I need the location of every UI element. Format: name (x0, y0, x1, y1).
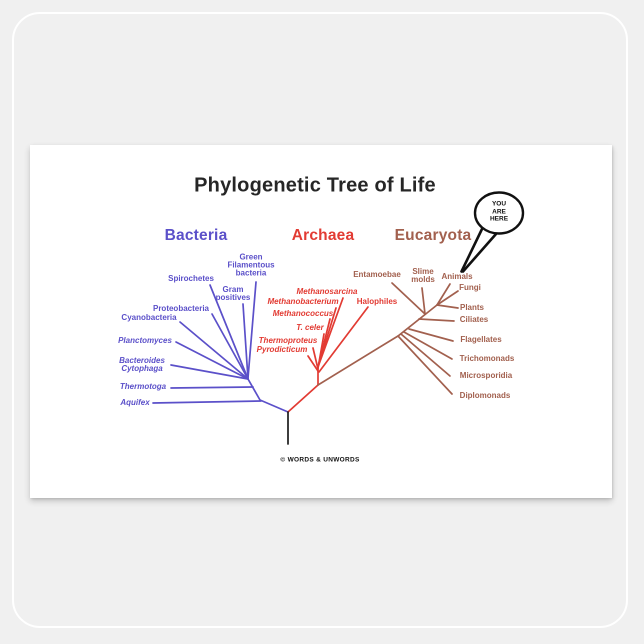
branch-animals (436, 283, 451, 306)
taxon-line: Gram (222, 284, 244, 294)
bacteria-branches (152, 281, 289, 413)
page-title: Phylogenetic Tree of Life (194, 174, 436, 197)
taxon-gram-positives: Gram positives (215, 284, 251, 302)
branch-diplomonads (397, 335, 453, 395)
branch-pyrodicticum (307, 355, 319, 372)
branch-green-filamentous (247, 281, 257, 379)
taxon-trichomonads: Trichomonads (459, 353, 515, 363)
taxon-line: Filamentous (227, 260, 275, 270)
branch-slime-molds (421, 287, 426, 315)
taxon-cyanobacteria: Cyanobacteria (121, 312, 177, 322)
branch-entamoebae (391, 282, 426, 315)
taxon-slime-molds: Slime molds (411, 266, 435, 284)
taxon-spirochetes: Spirochetes (168, 273, 214, 283)
branch-microsporidia (400, 333, 451, 377)
domain-label-archaea: Archaea (291, 227, 355, 244)
taxon-plants: Plants (459, 302, 485, 312)
taxon-line: Green (239, 252, 263, 262)
taxon-aquifex: Aquifex (120, 397, 150, 407)
branch-trichomonads (403, 331, 453, 360)
branch-cyanobacteria (179, 321, 249, 380)
archaea-branches (287, 297, 369, 413)
taxon-t-celer: T. celer (296, 322, 324, 332)
taxon-pyrodicticum: Pyrodicticum (256, 344, 308, 354)
bacteria-stem (247, 378, 289, 413)
branch-thermotoga (170, 386, 254, 389)
branch-t-celer (317, 333, 325, 369)
taxon-line: Bacteroides (119, 355, 165, 365)
taxon-line: positives (215, 293, 251, 302)
taxon-fungi: Fungi (459, 282, 481, 292)
callout-line: HERE (489, 215, 509, 223)
taxon-green-filamentous-bacteria: Green Filamentous bacteria (227, 252, 275, 279)
taxon-proteobacteria: Proteobacteria (152, 303, 210, 313)
branch-bacteroides (170, 364, 249, 380)
taxon-diplomonads: Diplomonads (459, 390, 511, 400)
taxon-flagellates: Flagellates (460, 334, 502, 344)
branch-thermoproteus (312, 347, 319, 370)
branch-flagellates (408, 328, 454, 342)
callout-ellipse (473, 191, 525, 235)
branch-proteobacteria (211, 313, 249, 380)
callout-bubble (460, 191, 525, 273)
branch-halophiles (318, 306, 369, 373)
taxon-thermoproteus: Thermoproteus (258, 335, 318, 345)
taxon-entamoebae: Entamoebae (353, 269, 401, 279)
sticker-cutline (12, 12, 628, 628)
taxon-ciliates: Ciliates (459, 314, 489, 324)
eucaryota-branches (317, 282, 459, 395)
taxon-line: bacteria (235, 269, 267, 279)
taxon-methanobacterium: Methanobacterium (267, 296, 339, 306)
copyright-credit: © WORDS & UNWORDS (280, 456, 360, 464)
taxon-planctomyces: Planctomyces (118, 335, 172, 345)
taxon-thermotoga: Thermotoga (119, 381, 167, 391)
branch-aquifex (152, 400, 262, 404)
domain-label-bacteria: Bacteria (164, 227, 228, 244)
branch-plants (436, 304, 459, 309)
phylogenetic-tree-svg (152, 191, 525, 445)
callout-line: ARE (492, 208, 506, 216)
taxon-halophiles: Halophiles (356, 296, 398, 306)
taxon-line: Cytophaga (121, 364, 163, 373)
taxon-line: molds (411, 275, 435, 284)
sticker-design: Phylogenetic Tree of Life Bacteria Archa… (30, 145, 612, 498)
branch-ciliates (418, 318, 455, 322)
taxon-methanococcus: Methanococcus (272, 308, 334, 318)
taxon-methanosarcina: Methanosarcina (296, 286, 358, 296)
callout-you-are-here: YOU ARE HERE (490, 201, 508, 224)
branch-gram-positives (242, 303, 249, 380)
branch-fungi (436, 290, 459, 306)
branch-spirochetes (209, 284, 249, 380)
domain-label-eucaryota: Eucaryota (394, 227, 472, 244)
branch-planctomyces (175, 341, 249, 380)
taxon-animals: Animals (441, 271, 473, 281)
callout-line: YOU (491, 200, 507, 208)
callout-tail-right (461, 232, 498, 273)
taxon-microsporidia: Microsporidia (459, 370, 513, 380)
callout-tail-left (460, 227, 484, 273)
taxon-line: Slime (412, 266, 434, 276)
archaea-to-root (287, 384, 319, 413)
taxon-bacteroides-cytophaga: Bacteroides Cytophaga (119, 355, 165, 373)
